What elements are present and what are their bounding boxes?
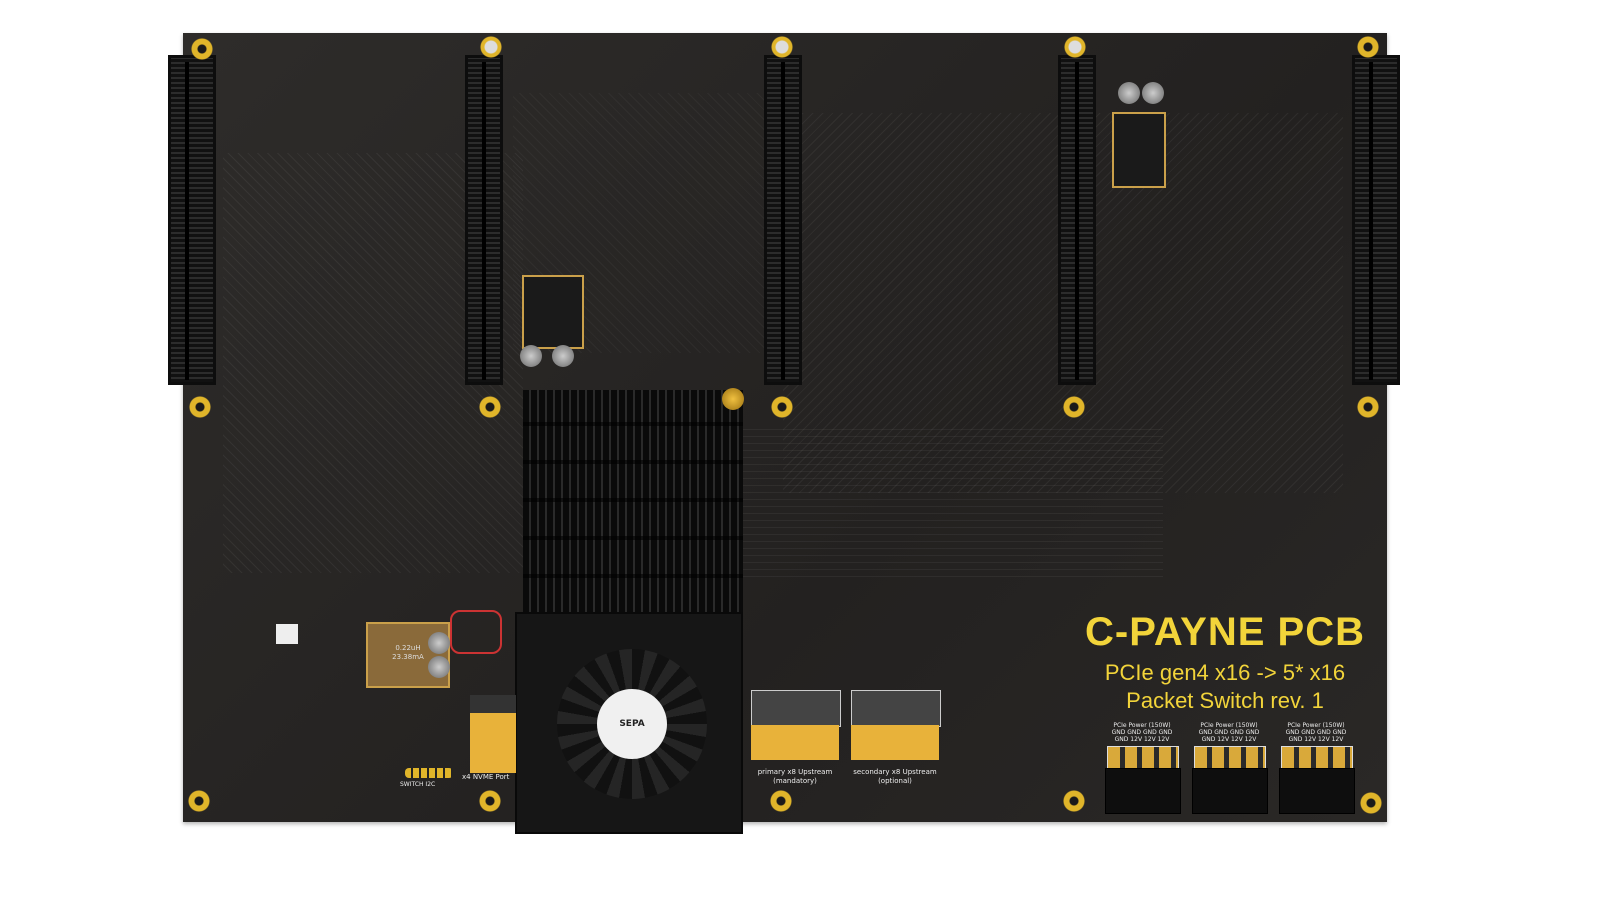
primary-upstream-label: primary x8 Upstream (mandatory) [751, 768, 839, 786]
mounting-hole [1064, 36, 1086, 58]
pcb-traces [743, 423, 1163, 583]
mounting-hole [479, 396, 501, 418]
mounting-hole [480, 36, 502, 58]
board-subtitle: PCIe gen4 x16 -> 5* x16 [1104, 660, 1346, 685]
power-pinout-row1: GND GND GND GND [1198, 729, 1260, 736]
primary-upstream-connector[interactable] [751, 690, 841, 760]
capacitor [1118, 82, 1140, 104]
power-title: PCIe Power (150W) [1200, 722, 1258, 729]
capacitor [428, 656, 450, 678]
power-pinout-row2: GND 12V 12V 12V [1288, 736, 1344, 743]
capacitor [1142, 82, 1164, 104]
pcie-power-connector-3[interactable]: PCIe Power (150W) GND GND GND GND GND 12… [1277, 722, 1355, 814]
power-pinout-row1: GND GND GND GND [1285, 729, 1347, 736]
brand-logo: C-PAYNE PCB [1085, 610, 1365, 654]
power-title: PCIe Power (150W) [1287, 722, 1345, 729]
cooling-fan: SEPA [515, 612, 743, 834]
capacitor [428, 632, 450, 654]
nvme-port-label: x4 NVME Port [462, 773, 510, 781]
capacitor [552, 345, 574, 367]
pcie-x16-slot-2[interactable] [465, 55, 503, 385]
standoff [722, 388, 744, 410]
pcie-x16-slot-5[interactable] [1352, 55, 1400, 385]
pcie-x16-slot-4[interactable] [1058, 55, 1096, 385]
capacitor [520, 345, 542, 367]
vrm-module [1112, 112, 1166, 188]
secondary-upstream-text: secondary x8 Upstream [853, 768, 937, 776]
qr-label [276, 624, 298, 644]
secondary-upstream-note: (optional) [878, 777, 912, 785]
pcie-x16-slot-1[interactable] [168, 55, 216, 385]
secondary-upstream-connector[interactable] [851, 690, 941, 760]
switch-header[interactable] [405, 768, 453, 778]
mounting-hole [1357, 36, 1379, 58]
fan-rotor: SEPA [557, 649, 707, 799]
mounting-hole [1357, 396, 1379, 418]
mounting-hole [771, 396, 793, 418]
vrm-module [522, 275, 584, 349]
fan-label: SEPA [597, 689, 667, 759]
mounting-hole [188, 790, 210, 812]
fan-cable [450, 610, 502, 654]
inductor-value: 0.22uH [395, 644, 421, 652]
mounting-hole [771, 36, 793, 58]
mounting-hole [191, 38, 213, 60]
pcie-x16-slot-3[interactable] [764, 55, 802, 385]
mounting-hole [1063, 790, 1085, 812]
mounting-hole [189, 396, 211, 418]
nvme-port[interactable] [470, 695, 516, 773]
power-title: PCIe Power (150W) [1113, 722, 1171, 729]
primary-upstream-text: primary x8 Upstream [757, 768, 833, 776]
inductor-rating: 23.38mA [392, 653, 424, 661]
power-pinout-row2: GND 12V 12V 12V [1114, 736, 1170, 743]
mounting-hole [1063, 396, 1085, 418]
pcie-power-connector-1[interactable]: PCIe Power (150W) GND GND GND GND GND 12… [1103, 722, 1181, 814]
mounting-hole [1360, 792, 1382, 814]
power-pinout-row1: GND GND GND GND [1111, 729, 1173, 736]
secondary-upstream-label: secondary x8 Upstream (optional) [851, 768, 939, 786]
heatsink [523, 390, 743, 612]
mounting-hole [770, 790, 792, 812]
mounting-hole [479, 790, 501, 812]
power-pinout-row2: GND 12V 12V 12V [1201, 736, 1257, 743]
primary-upstream-note: (mandatory) [773, 777, 817, 785]
pcie-power-connector-2[interactable]: PCIe Power (150W) GND GND GND GND GND 12… [1190, 722, 1268, 814]
switch-header-label: SWITCH I2C [400, 781, 436, 788]
board-model: Packet Switch rev. 1 [1126, 688, 1324, 713]
